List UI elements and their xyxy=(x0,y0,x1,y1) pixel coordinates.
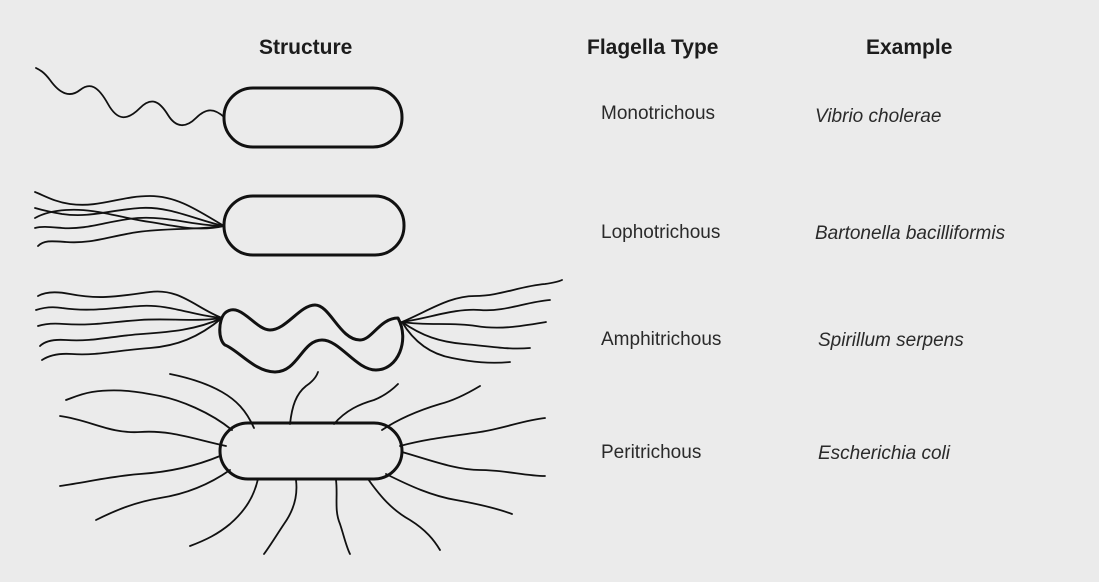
flagellum xyxy=(35,67,225,127)
flagellum xyxy=(381,385,481,431)
flagellum xyxy=(34,191,225,227)
bacterium-body-spiral xyxy=(218,303,405,374)
flagella-type-label: Lophotrichous xyxy=(601,222,721,243)
flagella-type-label: Amphitrichous xyxy=(601,329,722,350)
flagellum xyxy=(333,383,399,425)
amphitrichous-structure xyxy=(35,279,563,374)
lophotrichous-structure xyxy=(34,191,406,257)
example-header: Example xyxy=(866,36,953,59)
flagellum xyxy=(401,299,551,323)
flagellum xyxy=(367,478,441,551)
flagellum xyxy=(37,225,225,247)
flagellum xyxy=(35,304,223,319)
flagellum xyxy=(34,216,225,230)
flagellum xyxy=(385,473,513,515)
flagella-type-label: Monotrichous xyxy=(601,103,716,124)
flagellum xyxy=(59,415,227,447)
flagellum xyxy=(189,478,259,547)
example-label: Bartonella bacilliformis xyxy=(815,223,1006,244)
monotrichous-structure xyxy=(35,67,404,149)
flagellum xyxy=(399,417,546,447)
flagellum xyxy=(37,317,223,327)
example-label: Vibrio cholerae xyxy=(815,106,942,127)
flagellum xyxy=(169,373,255,429)
flagellum xyxy=(59,455,221,487)
flagellum xyxy=(65,389,233,431)
flagellum xyxy=(37,290,223,319)
bacterium-body-rod xyxy=(222,86,404,149)
flagellum xyxy=(263,479,298,555)
example-label: Spirillum serpens xyxy=(818,330,964,351)
flagellum xyxy=(34,206,225,227)
flagellum xyxy=(401,321,511,364)
flagellum xyxy=(401,321,547,329)
flagellum xyxy=(95,469,231,521)
flagella-type-header: Flagella Type xyxy=(587,36,719,59)
peritrichous-structure xyxy=(59,371,546,555)
example-label: Escherichia coli xyxy=(818,443,950,464)
flagellum xyxy=(335,479,351,555)
flagellum xyxy=(401,321,531,350)
flagellum xyxy=(41,317,223,361)
flagellum xyxy=(401,451,546,477)
bacterium-body-rod xyxy=(222,194,406,257)
flagellum xyxy=(34,208,225,230)
flagellum xyxy=(39,317,223,347)
bacterium-body-rod xyxy=(218,421,404,481)
flagella-type-label: Peritrichous xyxy=(601,442,702,463)
flagellum xyxy=(401,279,563,323)
flagellum xyxy=(289,371,319,425)
structure-header: Structure xyxy=(259,36,353,59)
